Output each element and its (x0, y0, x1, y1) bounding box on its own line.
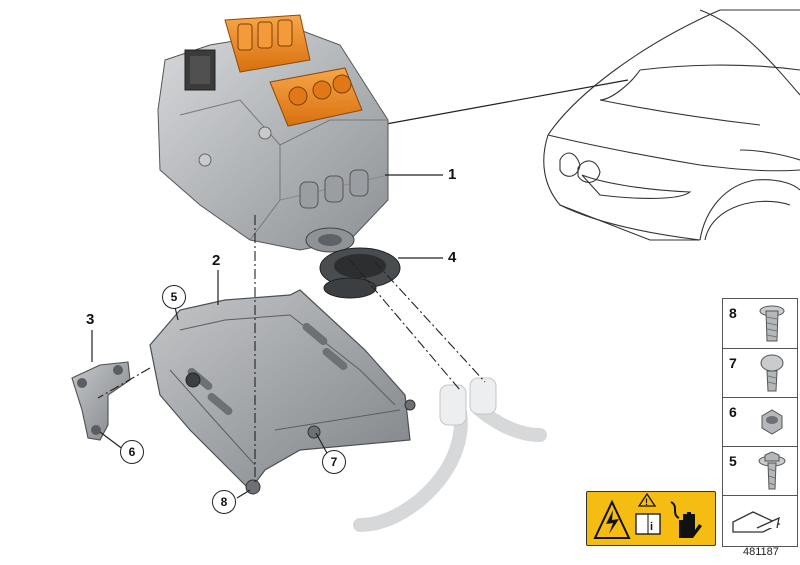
legend-row-8: 8 (723, 299, 797, 347)
legend-row-6: 6 (723, 397, 797, 446)
callout-screw-5: 5 (162, 285, 186, 309)
vehicle-leader-line (385, 79, 629, 125)
coolant-hose-ports (439, 377, 497, 426)
legend-row-arrow (723, 495, 797, 544)
grommet (319, 247, 401, 299)
high-voltage-warning-icon (593, 499, 631, 539)
callout-part-1: 1 (448, 166, 457, 183)
read-manual-icon: ! i (635, 492, 661, 535)
hex-nut-icon (761, 409, 783, 435)
warning-label-graphic: ! i (593, 492, 702, 539)
legend-label: 5 (729, 453, 737, 469)
legend-row-7: 7 (723, 348, 797, 397)
arrow-direction-icon (732, 511, 781, 533)
hex-flange-bolt-icon (758, 451, 786, 490)
diagram-id: 481187 (743, 546, 779, 558)
callout-part-2: 2 (212, 252, 221, 269)
fastener-legend: 8 7 6 5 (722, 298, 798, 547)
callout-leaders (91, 174, 443, 499)
torx-flange-screw-icon (759, 305, 785, 342)
vehicle-outline (543, 9, 800, 241)
callout-screw-8: 8 (212, 490, 236, 514)
legend-label: 7 (729, 355, 737, 371)
callout-screw-7: 7 (322, 450, 346, 474)
svg-text:!: ! (645, 497, 648, 507)
legend-label: 6 (729, 404, 737, 420)
torx-button-screw-icon (760, 354, 784, 392)
charging-unit (157, 14, 389, 253)
hand-hazard-icon (670, 501, 702, 538)
legend-label: 8 (729, 305, 737, 321)
warning-label: ! i (586, 491, 716, 546)
callout-part-4: 4 (448, 249, 457, 266)
callout-screw-6: 6 (120, 440, 144, 464)
small-bracket (71, 361, 131, 441)
legend-row-5: 5 (723, 446, 797, 495)
assembly-lines (97, 215, 486, 485)
callout-part-3: 3 (86, 311, 95, 328)
mounting-bracket (149, 289, 416, 495)
svg-text:i: i (650, 521, 653, 533)
